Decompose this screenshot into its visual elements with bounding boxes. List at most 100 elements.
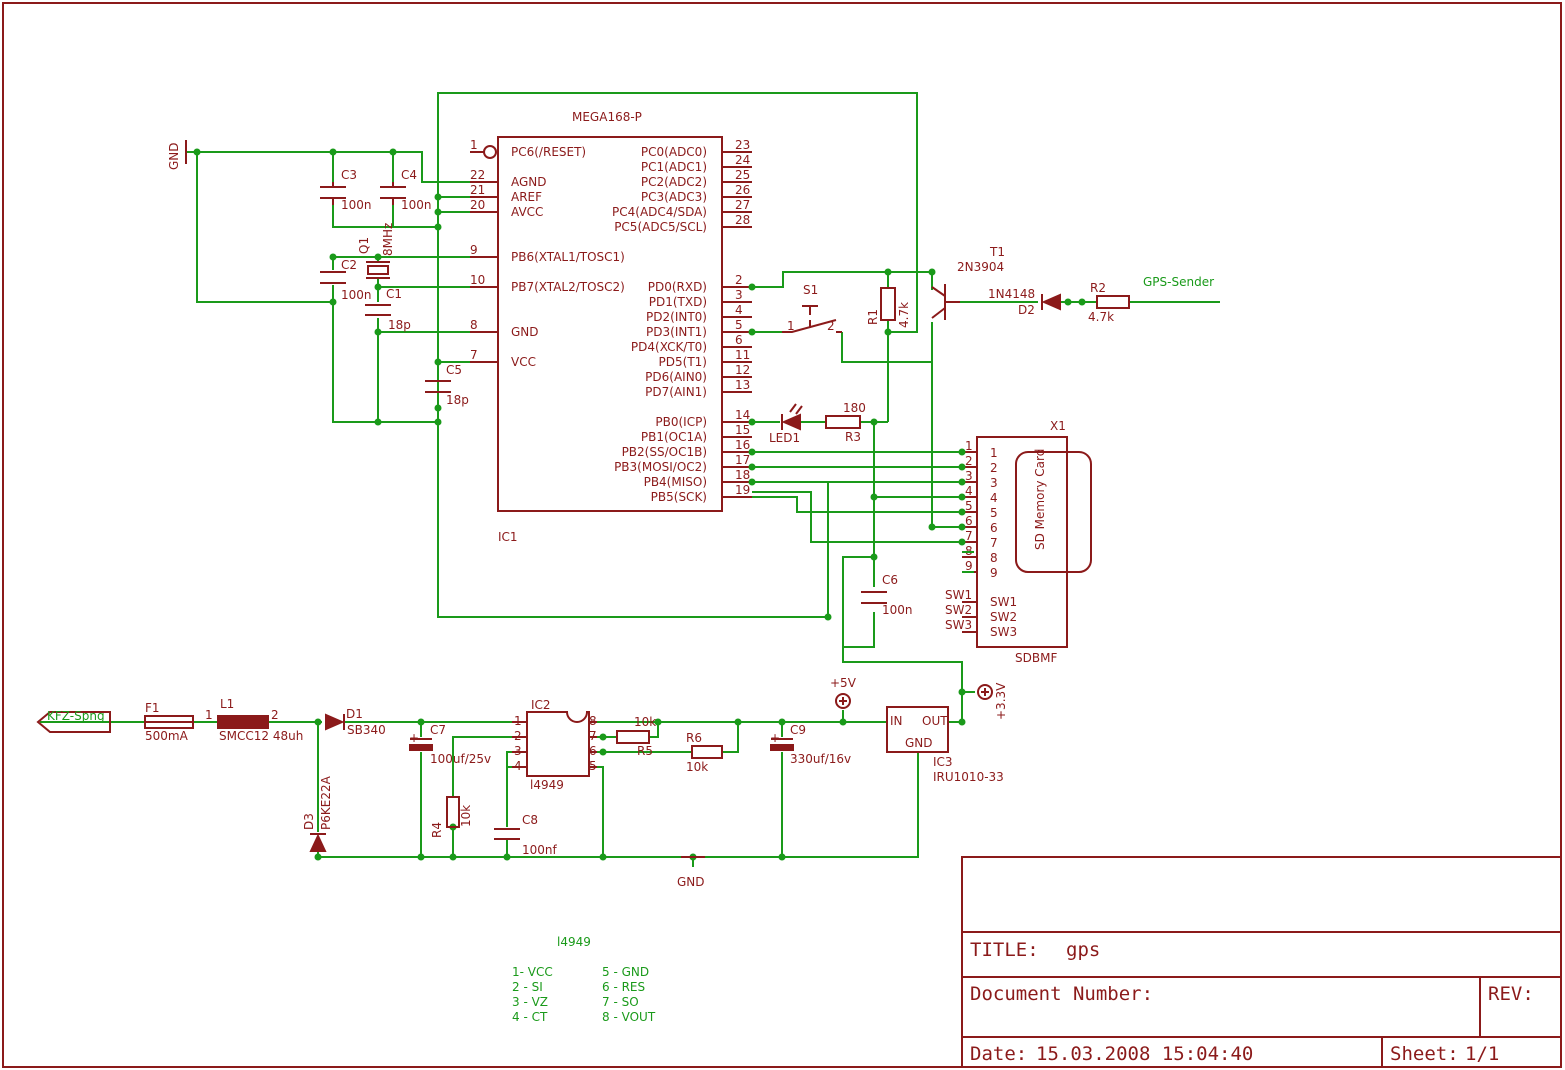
ic1-right-pin-6-label: PD4(XCK/T0) bbox=[631, 340, 707, 354]
ic1-right-pin-3-number: 3 bbox=[735, 288, 743, 302]
r4-ref: R4 bbox=[430, 822, 444, 838]
legend-right-3: 7 - SO bbox=[602, 995, 639, 1009]
sheet-value: 1/1 bbox=[1465, 1043, 1499, 1065]
l1-pin1: 1 bbox=[205, 708, 213, 722]
ic1-left-pin-7-number: 7 bbox=[470, 348, 478, 362]
ic1-right-pin-13-label: PD7(AIN1) bbox=[645, 385, 707, 399]
ic1-right-pin-19-label: PB5(SCK) bbox=[651, 490, 707, 504]
x1-pin-4-label: 4 bbox=[990, 491, 998, 505]
junction-dots bbox=[193, 148, 1086, 861]
ic1-left-pin-22-label: AGND bbox=[511, 175, 547, 189]
r3-ref: R3 bbox=[845, 430, 861, 444]
ic2-left-pin-4: 4 bbox=[514, 759, 522, 773]
legend-left-1: 1- VCC bbox=[512, 965, 553, 979]
r4-value: 10k bbox=[459, 805, 473, 827]
c1-value: 18p bbox=[388, 318, 411, 332]
legend-right-2: 6 - RES bbox=[602, 980, 645, 994]
ic1-left-pin-8-number: 8 bbox=[470, 318, 478, 332]
ic2-left-pin-3: 3 bbox=[514, 744, 522, 758]
x1-ref: X1 bbox=[1050, 419, 1066, 433]
r6-ref: R6 bbox=[686, 731, 702, 745]
ic3-ref: IC3 bbox=[933, 755, 953, 769]
c8-value: 100nf bbox=[522, 843, 558, 857]
ic1-left-pin-20-label: AVCC bbox=[511, 205, 543, 219]
ic1-left-pin-9-number: 9 bbox=[470, 243, 478, 257]
ic1-left-pin-7-label: VCC bbox=[511, 355, 536, 369]
x1-pin-4-number: 4 bbox=[965, 484, 973, 498]
plus5v-label: +5V bbox=[830, 676, 857, 690]
ic2-value: l4949 bbox=[530, 778, 564, 792]
sd-card-outline bbox=[1015, 451, 1092, 573]
l1-ref: L1 bbox=[220, 697, 234, 711]
document-number-label: Document Number: bbox=[970, 983, 1153, 1005]
ic1-left-pin-20-number: 20 bbox=[470, 198, 485, 212]
ic1-right-pin-3-label: PD1(TXD) bbox=[649, 295, 707, 309]
sheet-label: Sheet: bbox=[1390, 1043, 1459, 1065]
ic2-right-pin-8: 8 bbox=[589, 714, 597, 728]
ic2-right-pin-6: 6 bbox=[589, 744, 597, 758]
t1-ref: T1 bbox=[989, 245, 1005, 259]
ic1-right-pin-16-number: 16 bbox=[735, 438, 750, 452]
c4-value: 100n bbox=[401, 198, 432, 212]
ic1-right-pin-19-number: 19 bbox=[735, 483, 750, 497]
r1-ref: R1 bbox=[866, 309, 880, 325]
x1-pin-5-number: 5 bbox=[965, 499, 973, 513]
x1-sw-inner-2: SW2 bbox=[990, 610, 1017, 624]
r5-value: 10k bbox=[634, 715, 656, 729]
ic1-right-pin-18-label: PB4(MISO) bbox=[644, 475, 707, 489]
c8-ref: C8 bbox=[522, 813, 538, 827]
x1-pin-1-label: 1 bbox=[990, 446, 998, 460]
legend-right-4: 8 - VOUT bbox=[602, 1010, 656, 1024]
c4-ref: C4 bbox=[401, 168, 417, 182]
ic1-right-pin-17-number: 17 bbox=[735, 453, 750, 467]
ic3-out: OUT bbox=[922, 714, 948, 728]
legend-right-1: 5 - GND bbox=[602, 965, 649, 979]
x1-pin-1-number: 1 bbox=[965, 439, 973, 453]
d2-value: 1N4148 bbox=[988, 287, 1035, 301]
ic1-left-pin-10-label: PB7(XTAL2/TOSC2) bbox=[511, 280, 625, 294]
ic1-right-pin-26-number: 26 bbox=[735, 183, 750, 197]
f1-ref: F1 bbox=[145, 701, 160, 715]
ic1-right-pin-11-label: PD5(T1) bbox=[659, 355, 707, 369]
ic2-left-pin-1: 1 bbox=[514, 714, 522, 728]
svg-text:+: + bbox=[770, 731, 780, 745]
ic1-left-pin-1-label: PC6(/RESET) bbox=[511, 145, 586, 159]
ic1-right-pin-13-number: 13 bbox=[735, 378, 750, 392]
ic1-name: MEGA168-P bbox=[572, 110, 642, 124]
ic1-right-pin-23-label: PC0(ADC0) bbox=[641, 145, 707, 159]
r2-value: 4.7k bbox=[1088, 310, 1114, 324]
x1-sw-inner-3: SW3 bbox=[990, 625, 1017, 639]
x1-pin-7-label: 7 bbox=[990, 536, 998, 550]
title-value: gps bbox=[1066, 939, 1100, 961]
x1-pin-6-label: 6 bbox=[990, 521, 998, 535]
ic1-right-pin-24-label: PC1(ADC1) bbox=[641, 160, 707, 174]
ic1-left-pin-9-label: PB6(XTAL1/TOSC1) bbox=[511, 250, 625, 264]
ic1-right-pin-23-number: 23 bbox=[735, 138, 750, 152]
ic1-right-pin-14-number: 14 bbox=[735, 408, 750, 422]
x1-pin-2-number: 2 bbox=[965, 454, 973, 468]
x1-sw-inner-1: SW1 bbox=[990, 595, 1017, 609]
s1-pin2: 2 bbox=[827, 319, 835, 333]
f1-value: 500mA bbox=[145, 729, 189, 743]
ic1-left-pin-21-number: 21 bbox=[470, 183, 485, 197]
ic1-right-pin-24-number: 24 bbox=[735, 153, 750, 167]
ic1-right-pin-5-label: PD3(INT1) bbox=[646, 325, 707, 339]
title-block: TITLE: gps Document Number: REV: Date: 1… bbox=[961, 856, 1562, 1068]
ic1-right-pin-11-number: 11 bbox=[735, 348, 750, 362]
c2-value: 100n bbox=[341, 288, 372, 302]
d1-ref: D1 bbox=[346, 707, 363, 721]
ic1-right-pin-12-label: PD6(AIN0) bbox=[645, 370, 707, 384]
q1-ref: Q1 bbox=[357, 237, 371, 254]
ic1-right-pin-15-label: PB1(OC1A) bbox=[641, 430, 707, 444]
c9-value: 330uf/16v bbox=[790, 752, 851, 766]
x1-pin-9-number: 9 bbox=[965, 559, 973, 573]
c6-ref: C6 bbox=[882, 573, 898, 587]
ic1-right-pin-27-number: 27 bbox=[735, 198, 750, 212]
x1-sw-outer-2: SW2 bbox=[945, 603, 972, 617]
r6-value: 10k bbox=[686, 760, 708, 774]
